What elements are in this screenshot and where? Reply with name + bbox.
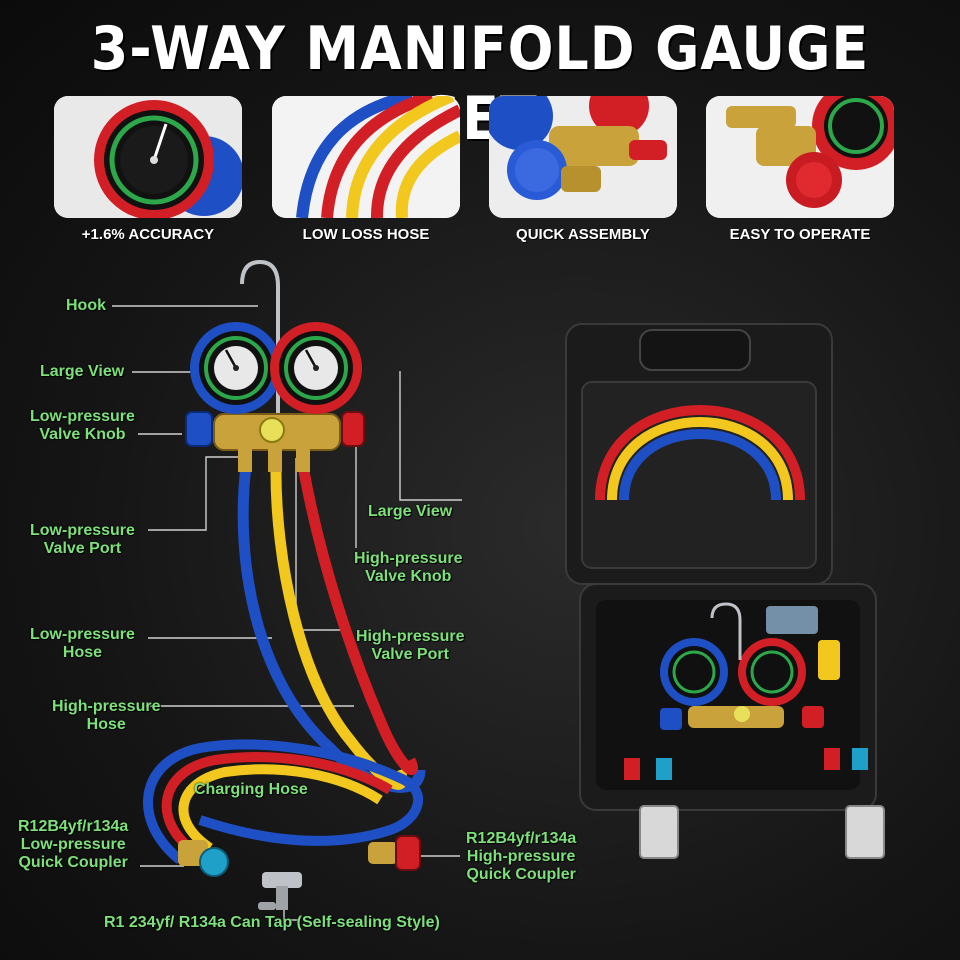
callout-line: High-pressure bbox=[52, 698, 161, 715]
feature-assembly: QUICK ASSEMBLY bbox=[489, 96, 677, 243]
callout-line: Quick Coupler bbox=[466, 866, 576, 883]
hose-coil-blue bbox=[143, 739, 424, 864]
high-pressure-hose bbox=[297, 465, 419, 776]
callout-line: Low-pressure bbox=[30, 626, 135, 643]
feature-accuracy: +1.6% ACCURACY bbox=[54, 96, 242, 243]
high-pressure-quick-coupler bbox=[368, 835, 421, 871]
valve-knob-icon bbox=[489, 96, 677, 218]
callout-line: Quick Coupler bbox=[18, 854, 128, 871]
feature-label: QUICK ASSEMBLY bbox=[516, 226, 650, 243]
callout-line: Low-pressure bbox=[30, 522, 135, 539]
callout-line: Low-pressure bbox=[30, 408, 135, 425]
callout-high-coupler: R12B4yf/r134a High-pressure Quick Couple… bbox=[466, 830, 576, 884]
hook-icon bbox=[240, 259, 280, 420]
callout-line: Valve Port bbox=[43, 540, 122, 557]
sight-glass bbox=[259, 417, 285, 443]
callout-low-coupler: R12B4yf/r134a Low-pressure Quick Coupler bbox=[18, 818, 128, 872]
callout-low-hose: Low-pressure Hose bbox=[30, 626, 135, 662]
high-pressure-valve-knob[interactable] bbox=[341, 411, 365, 447]
callout-low-valve-port: Low-pressure Valve Port bbox=[30, 522, 135, 558]
callout-low-valve-knob: Low-pressure Valve Knob bbox=[30, 408, 135, 444]
hoses-icon bbox=[272, 96, 460, 218]
callout-line: R12B4yf/r134a bbox=[18, 818, 129, 835]
callout-large-view-left: Large View bbox=[40, 363, 125, 380]
callout-line: Hose bbox=[86, 716, 126, 733]
callout-line: Valve Knob bbox=[365, 568, 452, 585]
low-pressure-gauge bbox=[190, 322, 282, 414]
callout-line: R12B4yf/r134a bbox=[466, 830, 577, 847]
feature-label: EASY TO OPERATE bbox=[729, 226, 871, 243]
callout-high-valve-knob: High-pressure Valve Knob bbox=[354, 550, 462, 586]
charging-port bbox=[268, 446, 282, 472]
callout-large-view-right: Large View bbox=[368, 503, 453, 520]
callout-line: High-pressure bbox=[466, 848, 576, 865]
callout-high-valve-port: High-pressure Valve Port bbox=[356, 628, 464, 664]
can-tap bbox=[258, 872, 302, 910]
callout-line: Hose bbox=[62, 644, 103, 661]
callout-line: Valve Knob bbox=[39, 426, 126, 443]
high-pressure-valve-port bbox=[296, 446, 310, 472]
feature-hose: LOW LOSS HOSE bbox=[272, 96, 460, 243]
callout-line: Valve Port bbox=[371, 646, 449, 663]
low-pressure-valve-knob[interactable] bbox=[185, 411, 213, 447]
hose-coil-yellow bbox=[178, 764, 383, 853]
carrying-case bbox=[565, 323, 885, 859]
callout-line: High-pressure bbox=[356, 628, 465, 645]
high-pressure-gauge bbox=[270, 322, 362, 414]
callout-charging-hose: Charging Hose bbox=[194, 781, 308, 798]
feature-label: +1.6% ACCURACY bbox=[81, 226, 215, 243]
callout-high-hose: High-pressure Hose bbox=[52, 698, 160, 734]
callout-line: Low-pressure bbox=[20, 836, 126, 853]
hose-coil-red bbox=[161, 752, 393, 857]
gauge-closeup-icon bbox=[54, 96, 242, 218]
callout-can-tap: R1 234yf/ R134a Can Tap (Self-sealing St… bbox=[104, 914, 440, 931]
low-pressure-quick-coupler bbox=[178, 840, 229, 877]
feature-label: LOW LOSS HOSE bbox=[302, 226, 430, 243]
low-pressure-valve-port bbox=[238, 446, 252, 472]
callout-line: High-pressure bbox=[354, 550, 463, 567]
callout-hook: Hook bbox=[66, 297, 106, 314]
red-knob-icon bbox=[706, 96, 894, 218]
feature-operate: EASY TO OPERATE bbox=[706, 96, 894, 243]
charging-hose bbox=[270, 465, 408, 790]
